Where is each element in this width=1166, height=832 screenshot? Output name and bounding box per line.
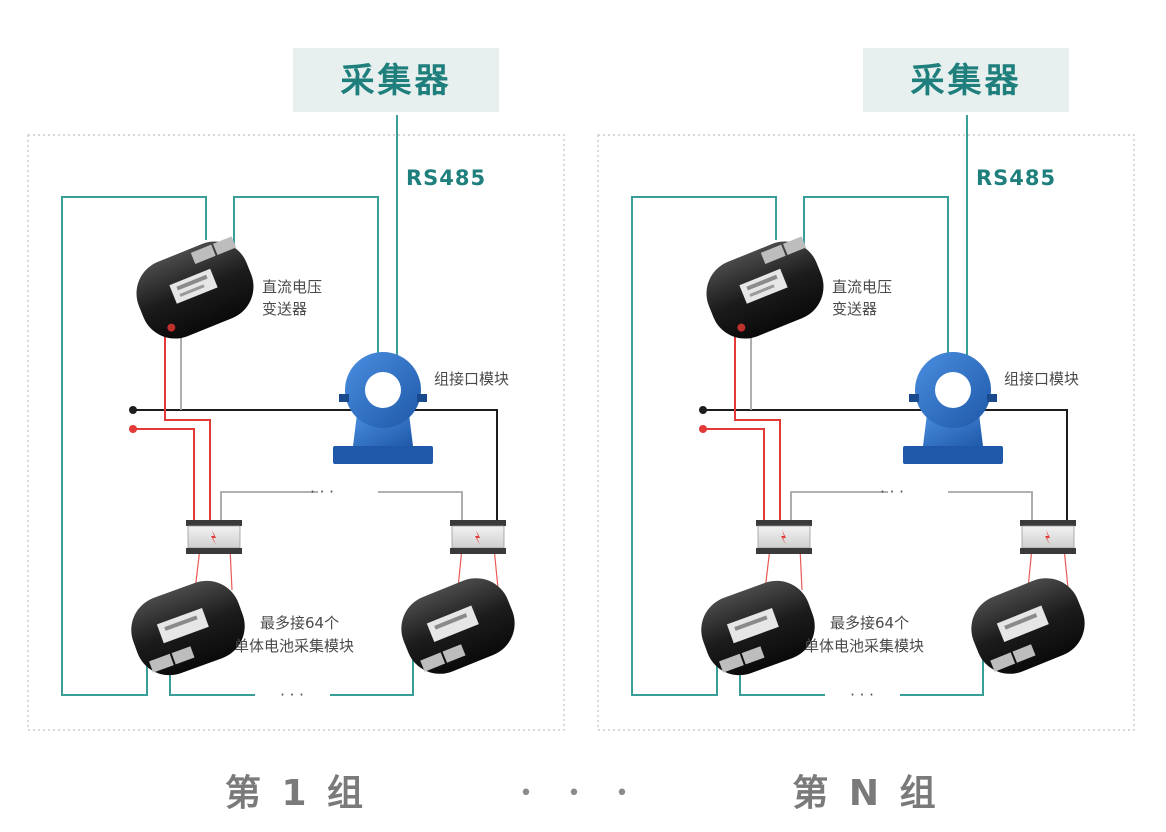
group-n: 采集器 RS485 直流电压 变送器 组接口模块 · · · 最多接64个 单体… [597,47,1135,814]
interface-module-label: 组接口模块 [1004,370,1079,388]
rs485-label: RS485 [406,166,486,190]
cell-module-label-line2: 单体电池采集模块 [804,637,924,655]
between-groups-ellipsis: • • • [520,781,643,806]
interface-module-label: 组接口模块 [434,370,509,388]
group-1: 采集器 RS485 直流电压 变送器 组接口模块 · · · 最多接64个 单体… [27,47,565,814]
group-title: 第 N 组 [792,773,939,814]
collector-label: 采集器 [341,61,452,101]
bus-ellipsis: · · · [310,483,334,501]
group-title: 第 1 组 [225,773,367,814]
collector-label: 采集器 [911,61,1022,101]
dc-transmitter-label-line2: 变送器 [832,300,877,318]
dc-transmitter-label-line2: 变送器 [262,300,307,318]
bus-ellipsis: · · · [880,483,904,501]
cell-module-label-line2: 单体电池采集模块 [234,637,354,655]
dc-transmitter-label-line1: 直流电压 [262,278,322,296]
cell-module-label-line1: 最多接64个 [830,614,909,632]
rs485-label: RS485 [976,166,1056,190]
dc-transmitter-label-line1: 直流电压 [832,278,892,296]
bottom-ellipsis: · · · [280,686,304,704]
cell-module-label-line1: 最多接64个 [260,614,339,632]
bottom-ellipsis: · · · [850,686,874,704]
